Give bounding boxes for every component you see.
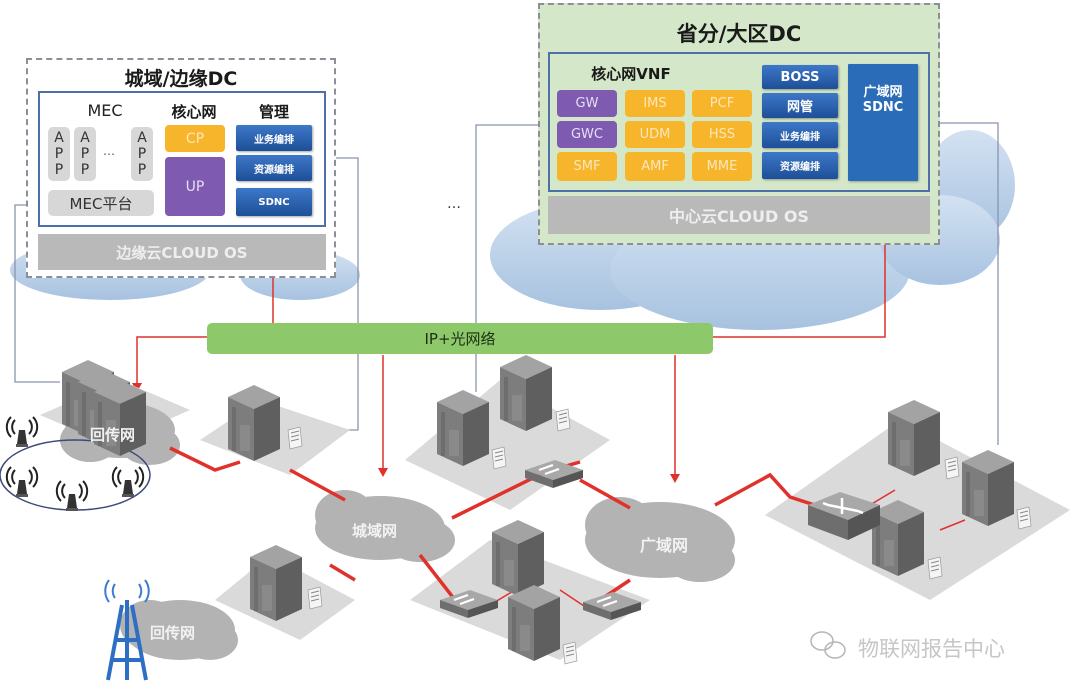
server-icon: [250, 545, 302, 621]
antenna-icon: [5, 466, 39, 498]
app-char: P: [80, 146, 90, 162]
mgmt-label: 管理: [258, 103, 289, 121]
doc-icon: [555, 408, 571, 432]
vnf-smf: SMF: [557, 152, 617, 181]
antenna-icon: [55, 480, 89, 512]
cloud-metro: [315, 490, 455, 562]
cp-block: CP: [165, 125, 225, 152]
server-icon: [492, 520, 544, 596]
vnf-amf: AMF: [625, 152, 685, 181]
router-icon: [808, 492, 880, 540]
doc-icon: [944, 456, 960, 480]
wan-label: 广域网: [640, 536, 689, 555]
backhaul-top-label: 回传网: [90, 426, 136, 444]
vnf-gwc: GWC: [557, 121, 617, 148]
wan-sdnc-block: 广域网 SDNC: [848, 64, 918, 181]
wan-sdnc-line1: 广域网: [863, 84, 903, 100]
vnf-udm: UDM: [625, 121, 685, 148]
antenna-icon: [111, 466, 145, 498]
server-icon: [508, 585, 560, 661]
antenna-icon: [5, 416, 39, 448]
doc-icon: [927, 556, 943, 580]
edge-dc-title: 城域/边缘DC: [124, 68, 238, 90]
service-orchestration: 业务编排: [236, 125, 312, 151]
doc-icon: [562, 641, 578, 665]
app-char: P: [137, 146, 147, 162]
up-block: UP: [165, 157, 225, 216]
server-icon: [500, 355, 552, 431]
vnf-ims: IMS: [625, 90, 685, 117]
doc-icon: [307, 586, 323, 610]
nms-block: 网管: [762, 93, 838, 118]
central-resource-orchestration: 资源编排: [762, 152, 838, 179]
vnf-mme: MME: [692, 152, 752, 181]
app-char: P: [54, 146, 64, 162]
app-char: A: [80, 130, 90, 146]
app-char: P: [137, 162, 147, 178]
doc-icon: [287, 426, 303, 450]
mec-platform: MEC平台: [48, 190, 154, 216]
server-icon: [437, 390, 489, 466]
doc-icon: [491, 446, 507, 470]
backhaul-bottom-label: 回传网: [150, 624, 196, 642]
app-char: P: [54, 162, 64, 178]
edge-sdnc: SDNC: [236, 188, 312, 216]
edge-dc-inner-frame: [38, 91, 326, 227]
resource-orchestration: 资源编排: [236, 155, 312, 181]
ip-optical-network-bar: IP+光网络: [207, 323, 713, 354]
wechat-icon: [810, 631, 846, 659]
watermark-text: 物联网报告中心: [858, 637, 1005, 661]
server-icon: [228, 385, 280, 461]
app-char: A: [137, 130, 147, 146]
tower-icon: [104, 579, 150, 681]
central-cloud-os: 中心云CLOUD OS: [548, 196, 930, 234]
edge-cloud-os: 边缘云CLOUD OS: [38, 234, 326, 270]
boss-block: BOSS: [762, 65, 838, 89]
dc-ellipsis: …: [447, 196, 461, 212]
server-icon: [962, 450, 1014, 526]
central-dc-title: 省分/大区DC: [676, 22, 802, 46]
app-char: A: [54, 130, 64, 146]
core-net-label: 核心网: [171, 103, 217, 121]
central-service-orchestration: 业务编排: [762, 122, 838, 148]
app-char: P: [80, 162, 90, 178]
mec-label: MEC: [87, 101, 123, 120]
vnf-gw: GW: [557, 90, 617, 117]
central-dc-inner-frame: [548, 52, 930, 192]
wan-sdnc-line2: SDNC: [862, 99, 904, 115]
cloud-wan: [585, 497, 735, 582]
server-icon: [888, 400, 940, 476]
doc-icon: [1016, 506, 1032, 530]
app-ellipsis: …: [103, 144, 115, 158]
vnf-pcf: PCF: [692, 90, 752, 117]
vnf-hss: HSS: [692, 121, 752, 148]
metro-net-label: 城域网: [352, 522, 398, 540]
core-vnf-label: 核心网VNF: [591, 65, 671, 83]
cloud-backhaul-bottom: [120, 600, 238, 660]
